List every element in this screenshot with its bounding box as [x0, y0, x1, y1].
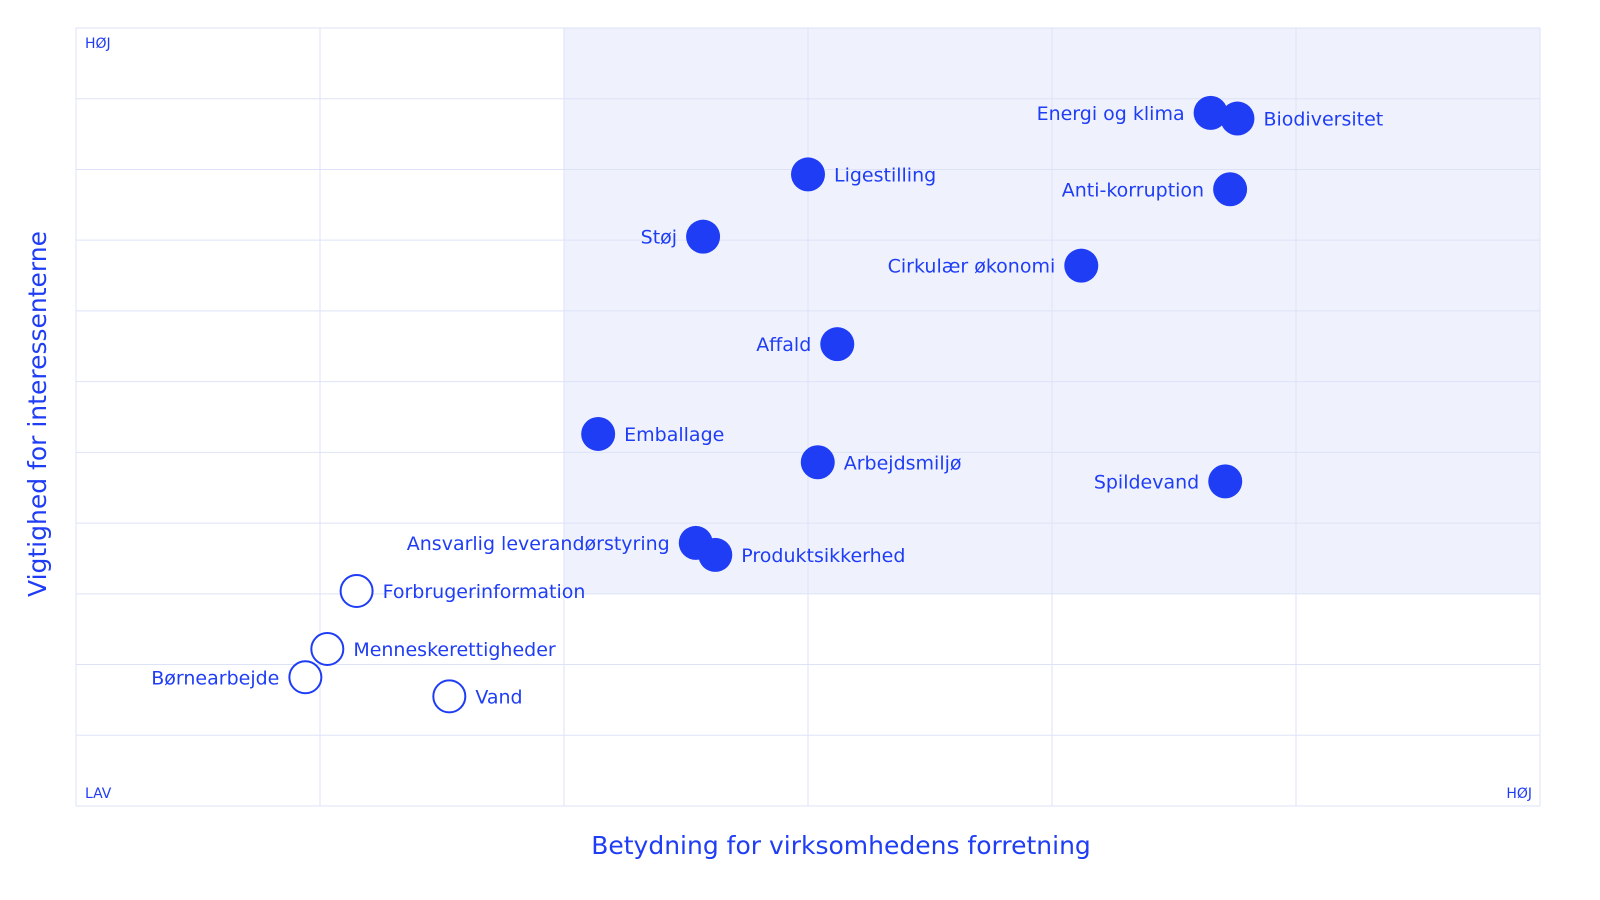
- data-points: Energi og klima BiodiversitetLigestilling…: [151, 95, 1383, 714]
- plot-frame: [75, 27, 1541, 807]
- data-point-filled-marker: [820, 327, 855, 362]
- data-point-label: Forbrugerinformation: [383, 581, 586, 603]
- data-point-filled-marker: [1064, 248, 1099, 283]
- data-point-label: Cirkulær økonomi: [888, 256, 1056, 278]
- data-point-label: Biodiversitet: [1263, 109, 1383, 131]
- data-point-filled-marker: [698, 537, 733, 572]
- data-point-label: Anti-korruption: [1062, 179, 1204, 201]
- data-point-label: Støj: [641, 227, 677, 249]
- data-point-filled-marker: [581, 416, 616, 451]
- y-high-corner-label: HØJ: [85, 36, 111, 52]
- x-high-corner-label: HØJ: [1506, 786, 1532, 802]
- data-point-label: Spildevand: [1094, 471, 1199, 493]
- data-point-label: Emballage: [624, 424, 724, 446]
- data-point-filled-marker: [800, 445, 835, 480]
- data-point-label: Børnearbejde: [151, 667, 279, 689]
- data-point-label: Ansvarlig leverandørstyring: [407, 533, 670, 555]
- data-point-filled-marker: [791, 157, 825, 192]
- data-point-label: Produktsikkerhed: [741, 545, 905, 567]
- y-axis-title: Vigtighed for interessenterne: [23, 231, 52, 597]
- data-point-filled-marker: [1220, 101, 1255, 136]
- data-point-filled-marker: [686, 219, 721, 254]
- data-point-filled-marker: [1193, 95, 1228, 130]
- data-point-hollow-marker: [339, 573, 374, 608]
- data-point-label: Arbejdsmiljø: [844, 452, 962, 474]
- origin-low-corner-label: LAV: [85, 786, 112, 802]
- data-point-label: Affald: [756, 334, 811, 356]
- data-point-label: Menneskerettigheder: [353, 639, 556, 661]
- data-point-hollow-marker: [288, 660, 323, 695]
- data-point-label: Energi og klima: [1037, 103, 1185, 125]
- data-point-hollow-marker: [432, 679, 467, 714]
- data-point-hollow-marker: [310, 631, 345, 666]
- x-axis-title: Betydning for virksomhedens forretning: [591, 831, 1091, 860]
- data-point-label: Ligestilling: [834, 164, 936, 186]
- data-point-label: Vand: [475, 686, 522, 708]
- data-point-filled-marker: [1208, 464, 1243, 499]
- data-point-filled-marker: [1213, 172, 1248, 207]
